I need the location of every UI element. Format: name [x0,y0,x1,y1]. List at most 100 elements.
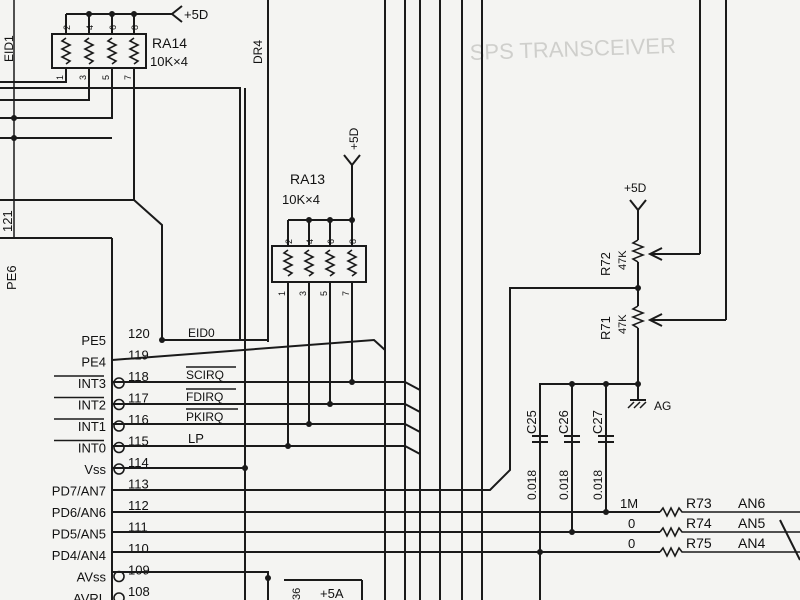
pin-name: INT1 [78,419,106,434]
background-show-through-text: SPS TRANSCEIVER [469,33,676,65]
pin-number: 109 [128,563,150,578]
an-resistor: 0 R75 AN4 [628,535,800,558]
pin-number: 110 [128,541,149,556]
c25-value: 0.018 [525,470,539,500]
plus5a-fragment: +5A 36 [284,579,363,600]
pin-name: PD5/AN5 [52,527,106,542]
mcu-pin: AVRL 108 [73,584,150,600]
pin-name: INT2 [78,398,106,413]
pin-number: 108 [128,584,150,599]
pin-name: AVss [77,570,107,585]
pin-name: PD4/AN4 [52,548,106,563]
c27-name: C27 [590,410,605,434]
an-stub-wire [779,519,800,561]
pe6-label: PE6 [4,265,19,290]
svg-text:6: 6 [326,239,336,244]
an-net-name: AN4 [738,535,765,551]
mcu-pin: PD7/AN7 113 [52,477,149,499]
svg-text:3: 3 [298,291,308,296]
pin-number: 115 [128,434,149,449]
inverter-bubble [113,441,125,454]
c26-value: 0.018 [557,470,571,500]
lp-label: LP [188,431,204,446]
r72-name: R72 [598,252,613,276]
pin-number: 113 [128,477,149,492]
ra14-value: 10K×4 [150,54,188,69]
pin36-label: 36 [291,588,303,600]
signal-nets [111,0,660,600]
svg-text:3: 3 [78,75,88,80]
r71-value: 47K [617,314,629,334]
svg-text:1: 1 [55,75,65,80]
pkiro-label: PKIRQ [186,410,223,424]
eid0-label: EID0 [188,326,215,340]
inverter-bubble [113,592,125,600]
an-resistor-value: 0 [628,516,635,531]
mcu-pin: INT2 117 [54,391,149,413]
pin-number: 112 [128,498,149,513]
svg-text:1: 1 [277,291,287,296]
pin-name: Vss [84,462,106,477]
an-resistor-name: R73 [686,495,712,511]
svg-text:5: 5 [101,75,111,80]
dr4-label: DR4 [251,40,265,64]
pin-name: PE4 [81,355,106,370]
pin121-label: 121 [0,210,15,232]
svg-text:4: 4 [85,25,95,30]
svg-text:6: 6 [108,25,118,30]
ra13-value: 10K×4 [282,192,320,207]
ra13-supply-label: +5D [347,127,361,150]
svg-text:2: 2 [284,239,294,244]
ra13-resistor-array [271,154,367,283]
an-resistor-name: R75 [686,535,712,551]
mcu-pin: INT0 115 [54,434,149,456]
r72-value: 47K [617,250,629,270]
eid1-label: EID1 [2,35,16,62]
ra14-wires [0,68,241,340]
pin-number: 117 [128,391,149,406]
pot-supply-label: +5D [624,181,647,195]
net-signal-labels: EID0 SCIRQ FDIRQ PKIRQ LP [186,326,238,446]
sciro-label: SCIRQ [186,368,224,382]
svg-text:4: 4 [305,239,315,244]
mcu-pin: AVss 109 [77,563,150,585]
ra13-pin-numbers: 2 4 6 8 1 3 5 7 [277,239,358,296]
an-net-name: AN6 [738,495,765,511]
an-net-name: AN5 [738,515,765,531]
ra14-resistor-array [51,5,183,69]
c27-value: 0.018 [591,470,605,500]
an-resistor-name: R74 [686,515,712,531]
svg-text:2: 2 [62,25,72,30]
pot-labels: R72 47K R71 47K [598,250,629,340]
plus5a-label: +5A [320,586,344,600]
ra14-pin-numbers: 2 4 6 8 1 3 5 7 [55,25,140,80]
pin-name: AVRL [73,591,106,600]
svg-text:5: 5 [319,291,329,296]
pin-number: 119 [128,348,149,363]
ra14-supply-label: +5D [184,7,208,22]
an-resistor-value: 1M [620,496,638,511]
svg-text:7: 7 [341,291,351,296]
pin-name: PE5 [81,333,106,348]
an-resistor-value: 0 [628,536,635,551]
pin-name: PD7/AN7 [52,484,106,499]
svg-text:7: 7 [123,75,133,80]
bus-verticals [267,0,483,600]
an-resistor: 1M R73 AN6 [620,495,800,518]
pin-name: INT3 [78,376,106,391]
c25-name: C25 [524,410,539,434]
ra13-name: RA13 [290,171,325,187]
inverter-bubble [113,420,125,432]
svg-text:8: 8 [130,25,140,30]
pin-name: INT0 [78,441,106,456]
c26-name: C26 [556,410,571,434]
ra14-name: RA14 [152,35,187,51]
